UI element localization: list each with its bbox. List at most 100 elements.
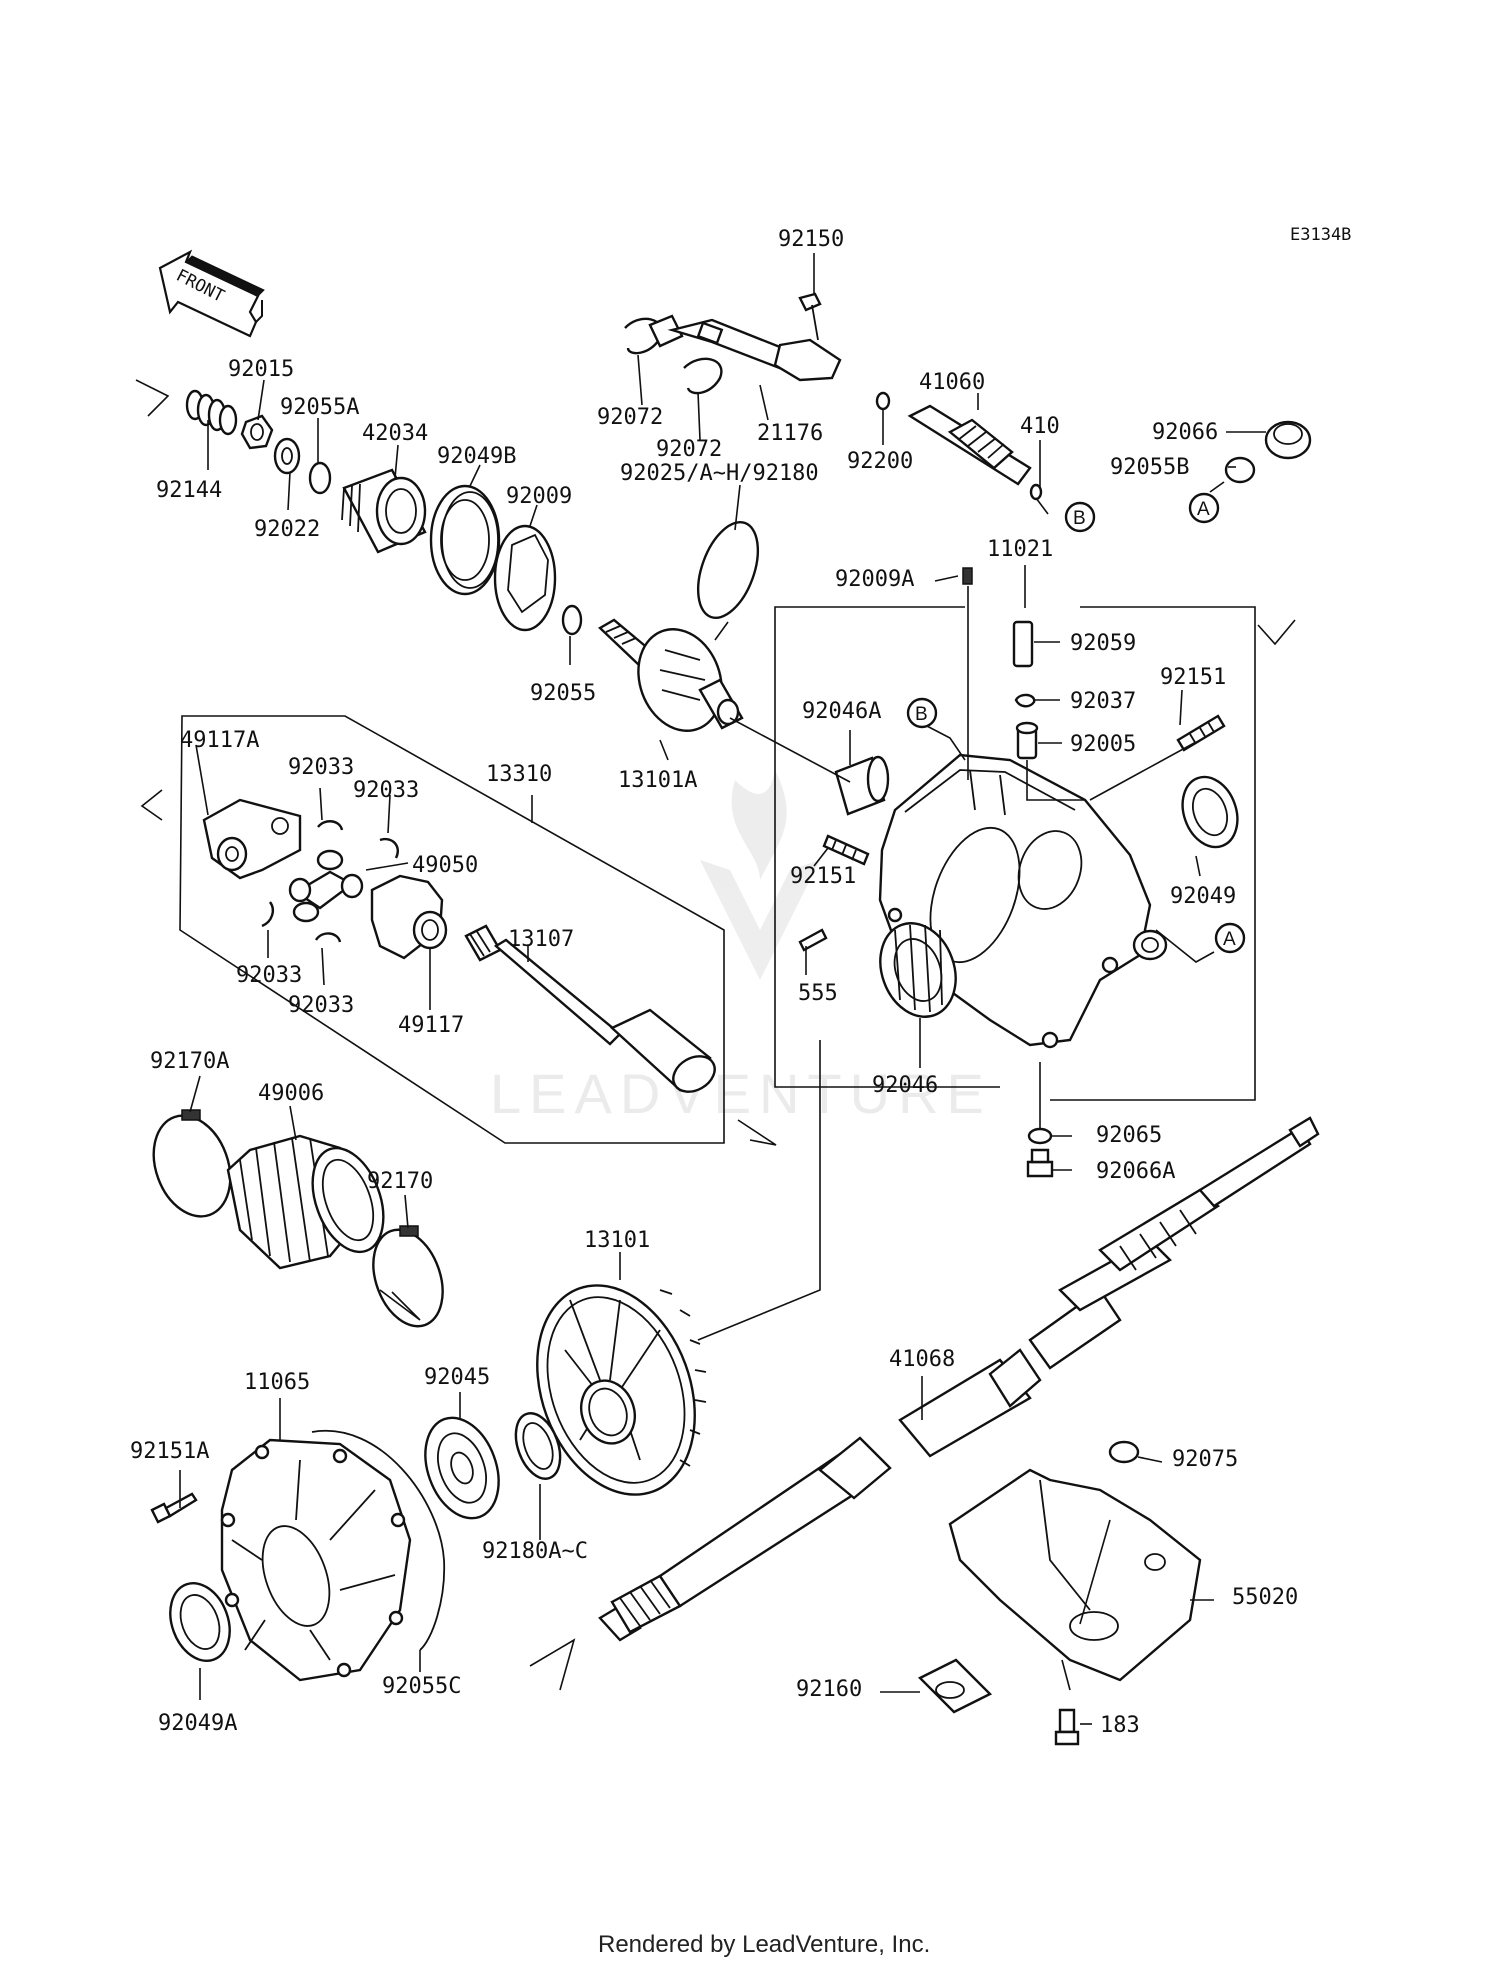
label-92055B: 92055B bbox=[1110, 455, 1189, 480]
footer-text: Rendered by LeadVenture, Inc. bbox=[598, 1931, 930, 1958]
ringgear-13101 bbox=[536, 1284, 707, 1496]
washer-410 bbox=[1029, 483, 1043, 501]
nut-92009 bbox=[493, 524, 557, 632]
pin-92059 bbox=[1012, 620, 1034, 668]
label-92005: 92005 bbox=[1070, 732, 1136, 757]
spider-49050 bbox=[288, 849, 364, 923]
label-92055: 92055 bbox=[530, 681, 596, 706]
label-11065: 11065 bbox=[244, 1370, 310, 1395]
part-labels: 92150 92015 92055A 42034 92049B 92009 92… bbox=[130, 227, 1298, 1738]
oring-92055 bbox=[561, 604, 583, 636]
svg-text:B: B bbox=[1073, 508, 1086, 529]
seal-92049A bbox=[169, 1582, 231, 1662]
label-13310: 13310 bbox=[486, 762, 552, 787]
label-92160: 92160 bbox=[796, 1677, 862, 1702]
label-92170: 92170 bbox=[367, 1169, 433, 1194]
label-410: 410 bbox=[1020, 414, 1060, 439]
cap-92066 bbox=[1264, 420, 1312, 460]
front-arrow-icon: FRONT bbox=[158, 249, 265, 338]
label-92033-c: 92033 bbox=[236, 963, 302, 988]
washer-92200 bbox=[875, 391, 891, 411]
cover-11065 bbox=[220, 1438, 412, 1682]
label-92151-right: 92151 bbox=[1160, 665, 1226, 690]
label-183: 183 bbox=[1100, 1713, 1140, 1738]
oring-92055B bbox=[1224, 456, 1256, 484]
label-92009: 92009 bbox=[506, 484, 572, 509]
svg-text:A: A bbox=[1197, 499, 1210, 520]
label-92033-a: 92033 bbox=[288, 755, 354, 780]
label-92045: 92045 bbox=[424, 1365, 490, 1390]
shaft-41060 bbox=[907, 404, 1032, 486]
pin-555 bbox=[798, 928, 828, 952]
label-49006: 49006 bbox=[258, 1081, 324, 1106]
label-55020: 55020 bbox=[1232, 1585, 1298, 1610]
oring-92055C bbox=[311, 1429, 446, 1651]
leader-lines bbox=[135, 253, 1296, 1725]
boot-49006 bbox=[226, 1134, 385, 1270]
label-92022: 92022 bbox=[254, 517, 320, 542]
shaft-13107 bbox=[464, 924, 716, 1093]
stud-92151-left bbox=[822, 834, 870, 866]
label-92151A: 92151A bbox=[130, 1439, 209, 1464]
label-13107: 13107 bbox=[508, 927, 574, 952]
seal-92049 bbox=[1181, 775, 1239, 849]
label-42034: 42034 bbox=[362, 421, 428, 446]
driveshaft-group-bracket bbox=[179, 715, 725, 1144]
label-92151-left: 92151 bbox=[790, 864, 856, 889]
seal-92049B bbox=[429, 484, 501, 596]
shaft-41068 bbox=[598, 1116, 1320, 1642]
spring-92144 bbox=[185, 389, 238, 436]
label-92200: 92200 bbox=[847, 449, 913, 474]
watermark-text: LEADVENTURE bbox=[490, 1062, 992, 1125]
snapring-92033-a bbox=[317, 820, 344, 831]
bolt-92151A bbox=[150, 1492, 198, 1524]
housing-group-bracket bbox=[774, 606, 1256, 1101]
label-92075: 92075 bbox=[1172, 1447, 1238, 1472]
circle-ref-b-top: B bbox=[1064, 501, 1096, 533]
circle-ref-b-housing: B bbox=[906, 697, 938, 729]
nut-92015 bbox=[240, 414, 274, 450]
watermark: LEADVENTURE bbox=[490, 770, 992, 1125]
bolt-92150 bbox=[798, 292, 822, 341]
label-11021: 11021 bbox=[987, 537, 1053, 562]
bearing-92046 bbox=[879, 922, 957, 1018]
plug-92009A bbox=[962, 567, 973, 585]
yoke-49117A bbox=[202, 798, 302, 880]
label-92180A: 92180A~C bbox=[482, 1539, 588, 1564]
label-92066: 92066 bbox=[1152, 420, 1218, 445]
label-92046A: 92046A bbox=[802, 699, 881, 724]
snapring-92033-d bbox=[314, 932, 342, 943]
circle-ref-a-housing: A bbox=[1214, 922, 1246, 954]
gear-13101A bbox=[598, 618, 744, 732]
label-49117: 49117 bbox=[398, 1013, 464, 1038]
circle-ref-a-top: A bbox=[1188, 492, 1220, 524]
clamp-92170 bbox=[372, 1225, 444, 1328]
bearing-92045 bbox=[424, 1416, 500, 1520]
snapring-92033-c bbox=[261, 901, 274, 928]
label-92049: 92049 bbox=[1170, 884, 1236, 909]
label-41068: 41068 bbox=[889, 1347, 955, 1372]
label-92049A: 92049A bbox=[158, 1711, 237, 1736]
snapring-92033-b bbox=[379, 837, 399, 859]
clamp-92170A bbox=[152, 1109, 232, 1218]
label-92066A: 92066A bbox=[1096, 1159, 1175, 1184]
label-13101A: 13101A bbox=[618, 768, 697, 793]
yoke-49117 bbox=[370, 874, 448, 960]
label-21176: 21176 bbox=[757, 421, 823, 446]
oring-92025 bbox=[696, 520, 760, 620]
label-92144: 92144 bbox=[156, 478, 222, 503]
washer-92065 bbox=[1027, 1127, 1053, 1145]
diagram-code: E3134B bbox=[1290, 225, 1351, 245]
label-41060: 41060 bbox=[919, 370, 985, 395]
plug-92075 bbox=[1108, 1440, 1140, 1464]
label-49117A: 49117A bbox=[180, 728, 259, 753]
label-49050: 49050 bbox=[412, 853, 478, 878]
label-92037: 92037 bbox=[1070, 689, 1136, 714]
label-92033-d: 92033 bbox=[288, 993, 354, 1018]
label-92055A: 92055A bbox=[280, 395, 359, 420]
pin-92005 bbox=[1015, 721, 1039, 760]
label-13101: 13101 bbox=[584, 1228, 650, 1253]
bearing-92046A bbox=[834, 755, 890, 816]
label-92059: 92059 bbox=[1070, 631, 1136, 656]
